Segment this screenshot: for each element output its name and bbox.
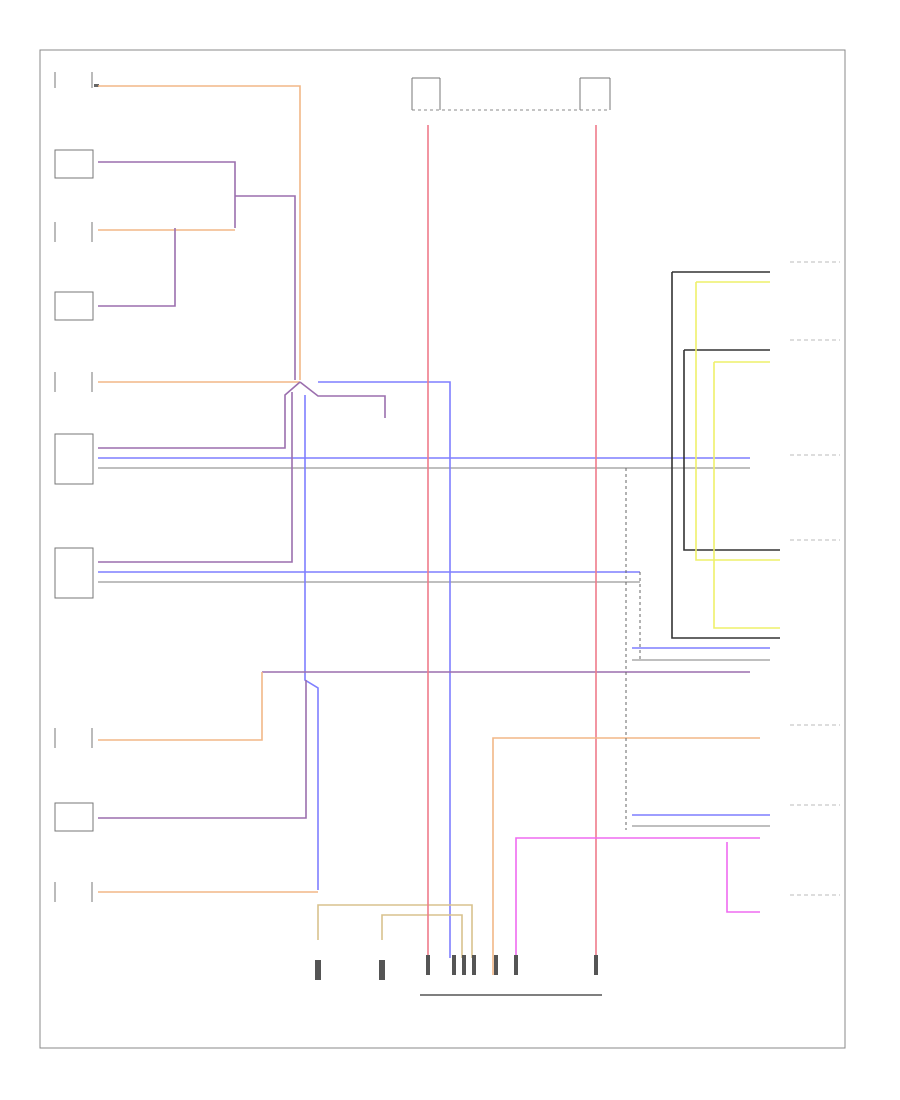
- fuse-block-left: [411, 77, 441, 110]
- component-6: [54, 433, 94, 485]
- wire-magenta: [515, 837, 760, 975]
- component-5: [54, 372, 93, 392]
- wire-blue-dlc: [318, 381, 451, 958]
- diagram-frame: [39, 49, 846, 1049]
- component-8: [54, 728, 93, 748]
- wire-comp7-purple: [98, 392, 293, 563]
- component-2: [54, 149, 94, 179]
- wire-yellow-bus: [695, 281, 780, 629]
- wire-splice-stub: [299, 381, 386, 418]
- wire-orange-top: [98, 85, 301, 380]
- component-3: [54, 222, 93, 242]
- wire-black-bus: [671, 271, 780, 639]
- component-1: [54, 72, 99, 88]
- wire-purple-comp4: [98, 228, 176, 307]
- wire-orange-comp8: [98, 672, 263, 741]
- component-7: [54, 547, 94, 599]
- wire-comp6-purple: [98, 381, 301, 449]
- wire-purple-comp9: [98, 680, 307, 819]
- ground-right: [379, 960, 385, 980]
- wire-right-dash: [625, 468, 641, 830]
- component-10: [54, 882, 93, 902]
- wire-blue-left: [304, 395, 319, 890]
- component-9: [54, 802, 94, 832]
- ground-left: [315, 960, 321, 980]
- component-4: [54, 291, 94, 321]
- fuse-block-right: [579, 77, 611, 110]
- right-module-boxes: [790, 261, 840, 896]
- wire-orange-right: [492, 737, 760, 975]
- data-link-connector: [420, 955, 602, 996]
- wire-purple-comp2: [98, 161, 296, 380]
- wire-tan-ground: [317, 904, 473, 958]
